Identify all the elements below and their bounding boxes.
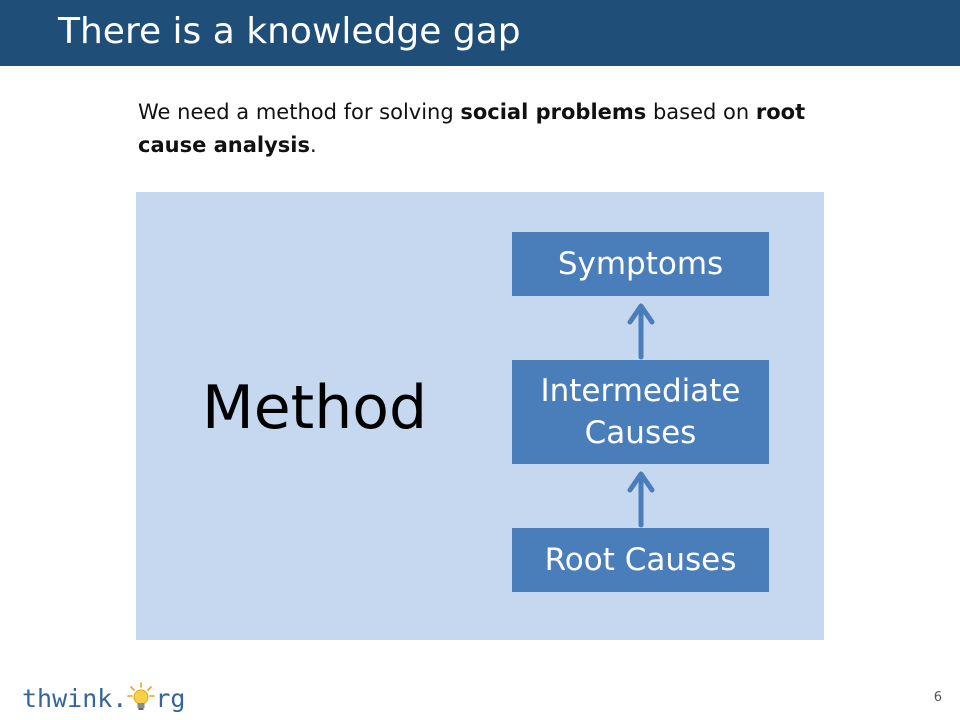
symptoms-box: Symptoms: [512, 232, 769, 296]
lightbulb-icon: [127, 682, 156, 710]
root-causes-box: Root Causes: [512, 528, 769, 592]
subtitle-part3: .: [310, 133, 317, 157]
intermediate-causes-label: Intermediate Causes: [540, 370, 740, 454]
method-label: Method: [202, 373, 428, 443]
intermediate-causes-box: Intermediate Causes: [512, 360, 769, 464]
subtitle-bold-social-problems: social problems: [460, 100, 647, 124]
logo-text-right: rg: [155, 683, 186, 713]
slide-title: There is a knowledge gap: [58, 11, 521, 52]
subtitle-bold-root-cause: root cause analysis: [138, 100, 806, 157]
page-number: 6: [933, 690, 942, 705]
thwink-logo: thwink. rg: [22, 682, 185, 714]
logo-text-left: thwink.: [22, 683, 128, 713]
subtitle: We need a method for solving social prob…: [138, 96, 838, 162]
intermediate-line2: Causes: [584, 415, 697, 451]
symptoms-label: Symptoms: [557, 246, 724, 282]
intermediate-line1: Intermediate: [540, 373, 741, 409]
title-bar: There is a knowledge gap: [0, 0, 960, 66]
root-causes-label: Root Causes: [544, 542, 737, 578]
subtitle-part1: We need a method for solving: [138, 100, 461, 124]
subtitle-part2: based on: [646, 100, 756, 124]
